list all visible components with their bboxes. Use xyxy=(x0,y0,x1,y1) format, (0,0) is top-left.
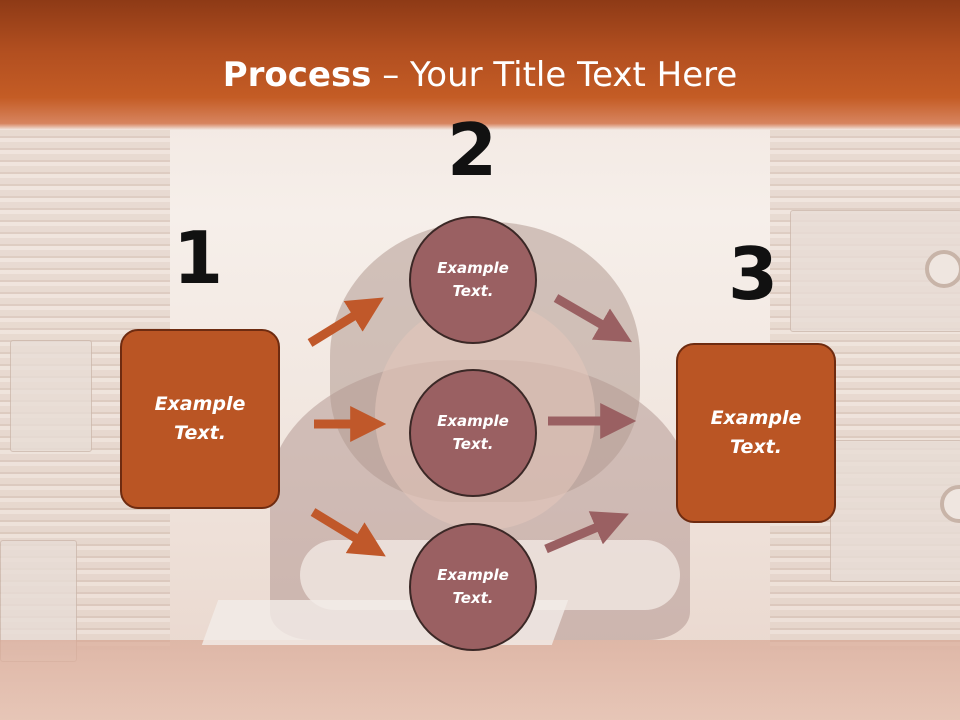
step-2-circle-top[interactable]: Example Text. xyxy=(409,216,537,344)
arrow-bottom-to-3-icon xyxy=(544,511,629,554)
step-3-text-line1: Example xyxy=(710,407,802,429)
binder-ring-icon xyxy=(925,250,960,288)
binder-right xyxy=(790,210,960,332)
circle-middle-line1: Example xyxy=(437,412,509,430)
title-bar xyxy=(0,0,960,130)
arrow-1-to-top-icon xyxy=(307,297,384,347)
arrow-1-to-bottom-icon xyxy=(310,508,386,557)
binder-right-lower xyxy=(830,440,960,582)
desk xyxy=(0,640,960,720)
step-3-text-line2: Text. xyxy=(730,436,782,458)
circle-top-line2: Text. xyxy=(452,282,494,300)
title-strong: Process xyxy=(222,55,372,95)
circle-bottom-line2: Text. xyxy=(452,589,494,607)
slide-title: Process – Your Title Text Here xyxy=(0,54,960,96)
circle-bottom-line1: Example xyxy=(437,566,509,584)
step-2-circle-bottom[interactable]: Example Text. xyxy=(409,523,537,651)
step-number-2: 2 xyxy=(446,108,498,192)
binder-left xyxy=(10,340,92,452)
circle-top-line1: Example xyxy=(437,259,509,277)
title-rest: – Your Title Text Here xyxy=(371,55,738,95)
step-number-1: 1 xyxy=(172,216,224,300)
step-2-circle-middle[interactable]: Example Text. xyxy=(409,369,537,497)
step-number-3: 3 xyxy=(727,232,779,316)
step-1-text-line1: Example xyxy=(154,393,246,415)
circle-middle-line2: Text. xyxy=(452,435,494,453)
step-1-text-line2: Text. xyxy=(174,422,226,444)
binder-ring-lower-icon xyxy=(940,485,960,523)
arrow-top-to-3-icon xyxy=(553,294,633,343)
